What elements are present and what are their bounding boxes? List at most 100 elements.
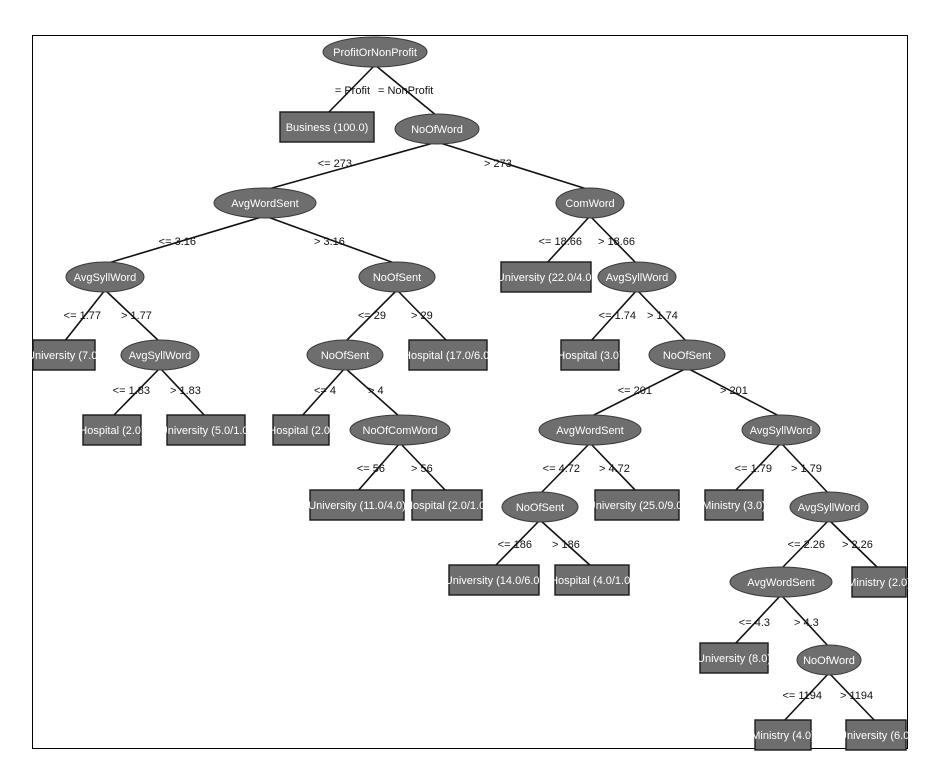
leaf-label: Ministry (4.0) — [751, 730, 815, 742]
edge-label: > 4 — [368, 385, 384, 397]
edge-now2-min3 — [782, 672, 830, 723]
leaf-label: University (5.0/1.0) — [160, 425, 252, 437]
edge-label: <= 29 — [358, 310, 386, 322]
node-ellipse — [65, 261, 145, 293]
edge-label: > 1.79 — [791, 463, 822, 475]
leaf-label: Hospital (2.0) — [268, 425, 333, 437]
edge-label: > 201 — [720, 385, 748, 397]
leaf-ministry-3-0: Ministry (3.0) — [702, 489, 766, 521]
leaf-label: Hospital (2.0) — [79, 425, 144, 437]
leaf-ministry-4-0: Ministry (4.0) — [751, 719, 815, 751]
leaf-university-25-0-9-0: University (25.0/9.0) — [588, 489, 686, 521]
leaf-university-8-0: University (8.0) — [697, 642, 771, 674]
edge-label: <= 1.74 — [599, 310, 636, 322]
leaf-label: University (14.0/6.0) — [445, 575, 543, 587]
edge-label: <= 1.79 — [735, 463, 772, 475]
node-ellipse — [213, 187, 317, 219]
node-label: NoOfSent — [516, 502, 564, 514]
edge-label: <= 56 — [357, 463, 385, 475]
node-label: ProfitOrNonProfit — [333, 47, 417, 59]
leaf-box — [500, 261, 592, 293]
edge-label: > 1.77 — [121, 310, 152, 322]
edge-label: = NonProfit — [378, 85, 433, 97]
edge-label: > 56 — [411, 463, 433, 475]
leaf-box — [845, 719, 907, 751]
leaf-business-100-0: Business (100.0) — [279, 111, 375, 143]
leaf-university-7-0: University (7.0) — [27, 339, 101, 371]
node-label: AvgSyllWord — [750, 425, 813, 437]
node-label: NoOfSent — [321, 350, 369, 362]
node-avgsyllword: AvgSyllWord — [120, 339, 200, 371]
edge-asw1-asw2 — [104, 289, 161, 343]
edge-label: > 4.3 — [794, 617, 819, 629]
edge-label: > 1194 — [840, 690, 873, 702]
edge-label: <= 1.83 — [113, 385, 150, 397]
edge-label: > 1.74 — [647, 310, 678, 322]
leaf-box — [166, 414, 246, 446]
edge-now1-cw — [436, 141, 591, 191]
edge-aws1-asw1 — [104, 215, 266, 265]
leaf-box — [411, 489, 483, 521]
leaf-label: Ministry (2.0) — [847, 577, 911, 589]
leaf-box — [594, 489, 680, 521]
leaf-label: University (7.0) — [27, 350, 101, 362]
leaf-university-14-0-6-0: University (14.0/6.0) — [445, 564, 543, 596]
leaf-label: Hospital (2.0/1.0) — [405, 500, 489, 512]
leaf-hospital-2-0: Hospital (2.0) — [268, 414, 334, 446]
edge-asw1-uni2 — [63, 289, 106, 343]
edge-asw4-min1 — [733, 442, 782, 493]
edge-label: > 4.72 — [599, 463, 630, 475]
edge-label: > 1.83 — [170, 385, 201, 397]
node-avgwordsent: AvgWordSent — [538, 414, 642, 446]
leaf-box — [560, 339, 620, 371]
edge-root-bus — [326, 64, 376, 115]
node-label: NoOfWord — [411, 124, 463, 136]
edge-asw3-hosp2 — [589, 289, 638, 343]
edge-label: <= 201 — [618, 385, 652, 397]
leaf-label: University (22.0/4.0) — [497, 272, 595, 284]
node-label: AvgWordSent — [747, 577, 814, 589]
leaf-box — [754, 719, 812, 751]
edge-aws1-nos1 — [264, 215, 398, 265]
node-label: AvgSyllWord — [606, 272, 669, 284]
edge-asw5-aws3 — [780, 519, 830, 570]
leaf-box — [448, 564, 540, 596]
edge-label: > 3.16 — [314, 236, 345, 248]
node-avgwordsent: AvgWordSent — [729, 566, 833, 598]
leaf-box — [408, 339, 488, 371]
node-noofword: NoOfWord — [394, 113, 480, 145]
edge-nos1-hosp1 — [396, 289, 449, 343]
node-ellipse — [729, 566, 833, 598]
edge-asw3-nos3 — [636, 289, 688, 343]
leaf-ministry-2-0: Ministry (2.0) — [847, 566, 911, 598]
node-avgsyllword: AvgSyllWord — [597, 261, 677, 293]
edge-asw2-hosp3 — [111, 367, 161, 418]
edge-asw5-min2 — [828, 519, 880, 570]
edge-nocw-uni4 — [356, 442, 401, 493]
node-label: NoOfComWord — [363, 425, 438, 437]
leaf-label: Business (100.0) — [286, 122, 369, 134]
edge-nos4-hosp6 — [539, 519, 593, 568]
node-label: NoOfSent — [663, 350, 711, 362]
leaf-university-22-0-4-0: University (22.0/4.0) — [497, 261, 595, 293]
edge-now2-uni8 — [828, 672, 877, 723]
edge-label: <= 2.26 — [788, 539, 825, 551]
edge-label: > 29 — [411, 310, 433, 322]
node-label: AvgSyllWord — [798, 502, 861, 514]
leaf-box — [279, 111, 375, 143]
node-ellipse — [120, 339, 200, 371]
node-avgwordsent: AvgWordSent — [213, 187, 317, 219]
node-ellipse — [648, 339, 726, 371]
edge-label: > 2.26 — [842, 539, 873, 551]
leaf-box — [851, 566, 907, 598]
node-ellipse — [349, 414, 451, 446]
leaf-box — [272, 414, 330, 446]
edge-label: <= 18.66 — [539, 236, 582, 248]
edge-nos3-asw4 — [686, 367, 782, 418]
leaf-hospital-3-0: Hospital (3.0) — [557, 339, 623, 371]
edge-aws3-uni7 — [733, 594, 782, 646]
node-noofword: NoOfWord — [796, 644, 862, 676]
edge-aws3-now2 — [780, 594, 830, 648]
node-ellipse — [741, 414, 821, 446]
